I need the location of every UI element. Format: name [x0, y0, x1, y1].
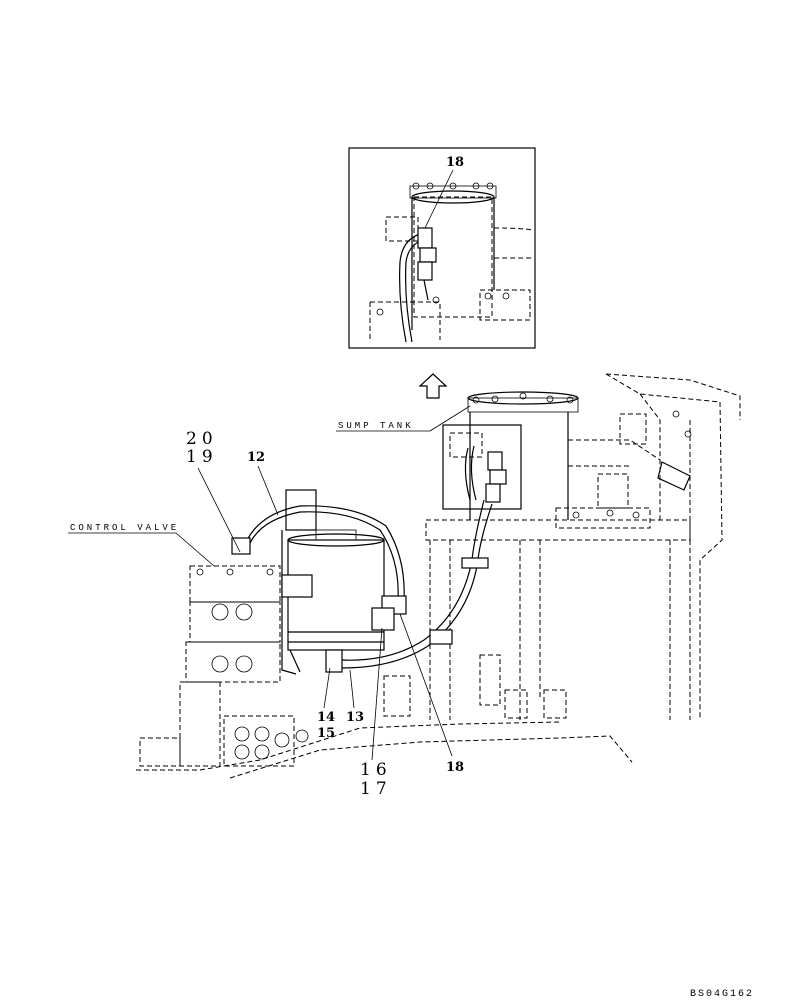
control-valve-label: CONTROL VALVE — [70, 523, 179, 533]
drawing-code: BS04G162 — [690, 989, 754, 1000]
sump-tank — [442, 391, 579, 520]
callout-14: 14 — [317, 710, 335, 725]
filter-canister — [281, 489, 385, 675]
callouts: SUMP TANK CONTROL VALVE 20 19 12 14 13 1… — [68, 405, 471, 799]
hoses — [241, 445, 493, 673]
callout-15: 15 — [317, 726, 335, 741]
callout-12: 12 — [247, 450, 265, 465]
inset-frame — [348, 147, 536, 349]
up-arrow-icon — [418, 373, 448, 399]
callout-13: 13 — [346, 710, 364, 725]
callout-16: 16 — [360, 760, 392, 780]
callout-18: 18 — [446, 760, 464, 775]
sump-tank-label: SUMP TANK — [338, 421, 414, 431]
callout-17: 17 — [360, 779, 392, 799]
callout-20: 20 — [186, 429, 218, 449]
inset-callout-18: 18 — [446, 155, 464, 170]
control-valve — [139, 537, 309, 767]
callout-19: 19 — [186, 447, 218, 467]
inset-detail: 18 — [348, 147, 536, 349]
